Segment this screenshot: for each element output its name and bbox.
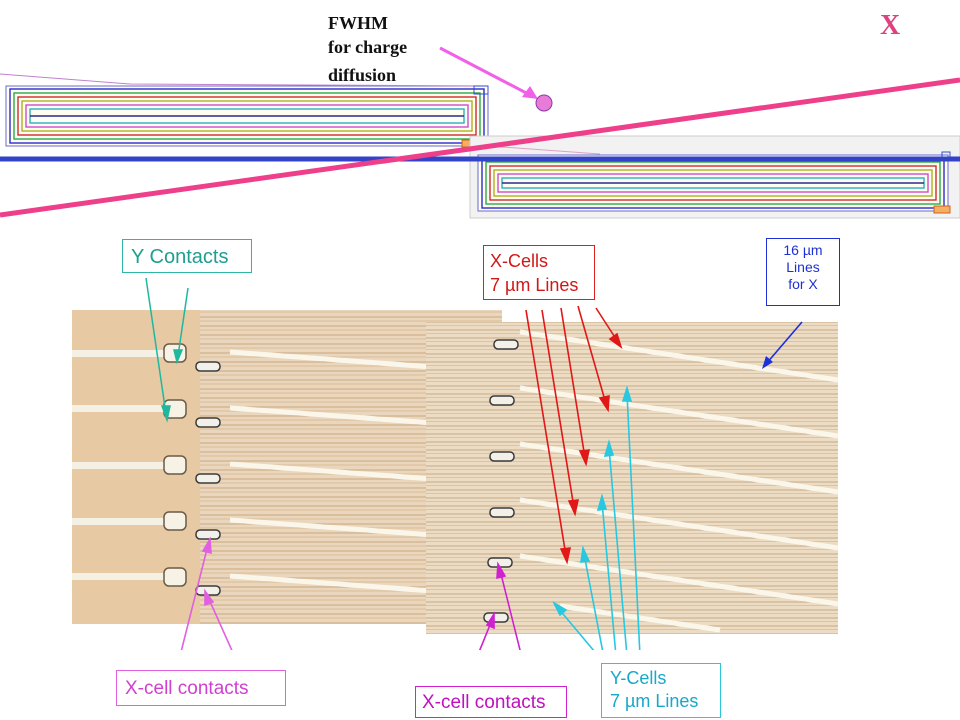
top-schematic (0, 46, 960, 219)
x-cell-contacts-left-label: X-cell contacts (116, 670, 286, 706)
x-cells-label-line1: X-Cells (490, 251, 549, 271)
sixteen-um-label-line1: 16 µm (783, 242, 823, 258)
magenta-track-line (0, 77, 960, 218)
charge-diffusion-spot (535, 94, 553, 112)
sixteen-um-label: 16 µm Lines for X (766, 238, 840, 306)
sixteen-um-arrow (765, 321, 803, 365)
micrograph-right-panel (426, 322, 839, 634)
fwhm-line-2: for charge (328, 37, 408, 57)
fwhm-annotation: FWHM for charge diffusion (328, 12, 407, 86)
cell-layout-left (0, 73, 489, 148)
fwhm-line-3: diffusion (328, 65, 397, 85)
y-contacts-arrows (145, 277, 189, 423)
x-cell-contacts-left-arrows (180, 536, 233, 650)
sixteen-um-arrowhead (762, 356, 773, 369)
x-cells-label: X-Cells 7 µm Lines (483, 245, 595, 300)
x-cells-label-line2: 7 µm Lines (490, 275, 579, 295)
y-cells-label: Y-Cells 7 µm Lines (601, 663, 721, 718)
micrograph (72, 277, 839, 650)
x-cell-contacts-mid-label: X-cell contacts (415, 686, 567, 718)
y-cells-arrows (552, 385, 641, 650)
sixteen-um-label-line3: for X (788, 276, 818, 292)
fwhm-line-1: FWHM (328, 13, 388, 33)
y-cells-label-line1: Y-Cells (610, 668, 667, 688)
cell-layout-right (469, 135, 960, 219)
x-axis-label: X (880, 10, 901, 41)
y-cells-label-line2: 7 µm Lines (610, 691, 699, 711)
sixteen-um-label-line2: Lines (786, 259, 820, 275)
x-cell-contacts-mid-arrows (478, 561, 521, 650)
fwhm-pointer-arrow (439, 46, 533, 98)
y-contacts-label: Y Contacts (122, 239, 252, 273)
x-cells-arrows (525, 305, 623, 565)
fwhm-arrowhead (522, 86, 538, 99)
